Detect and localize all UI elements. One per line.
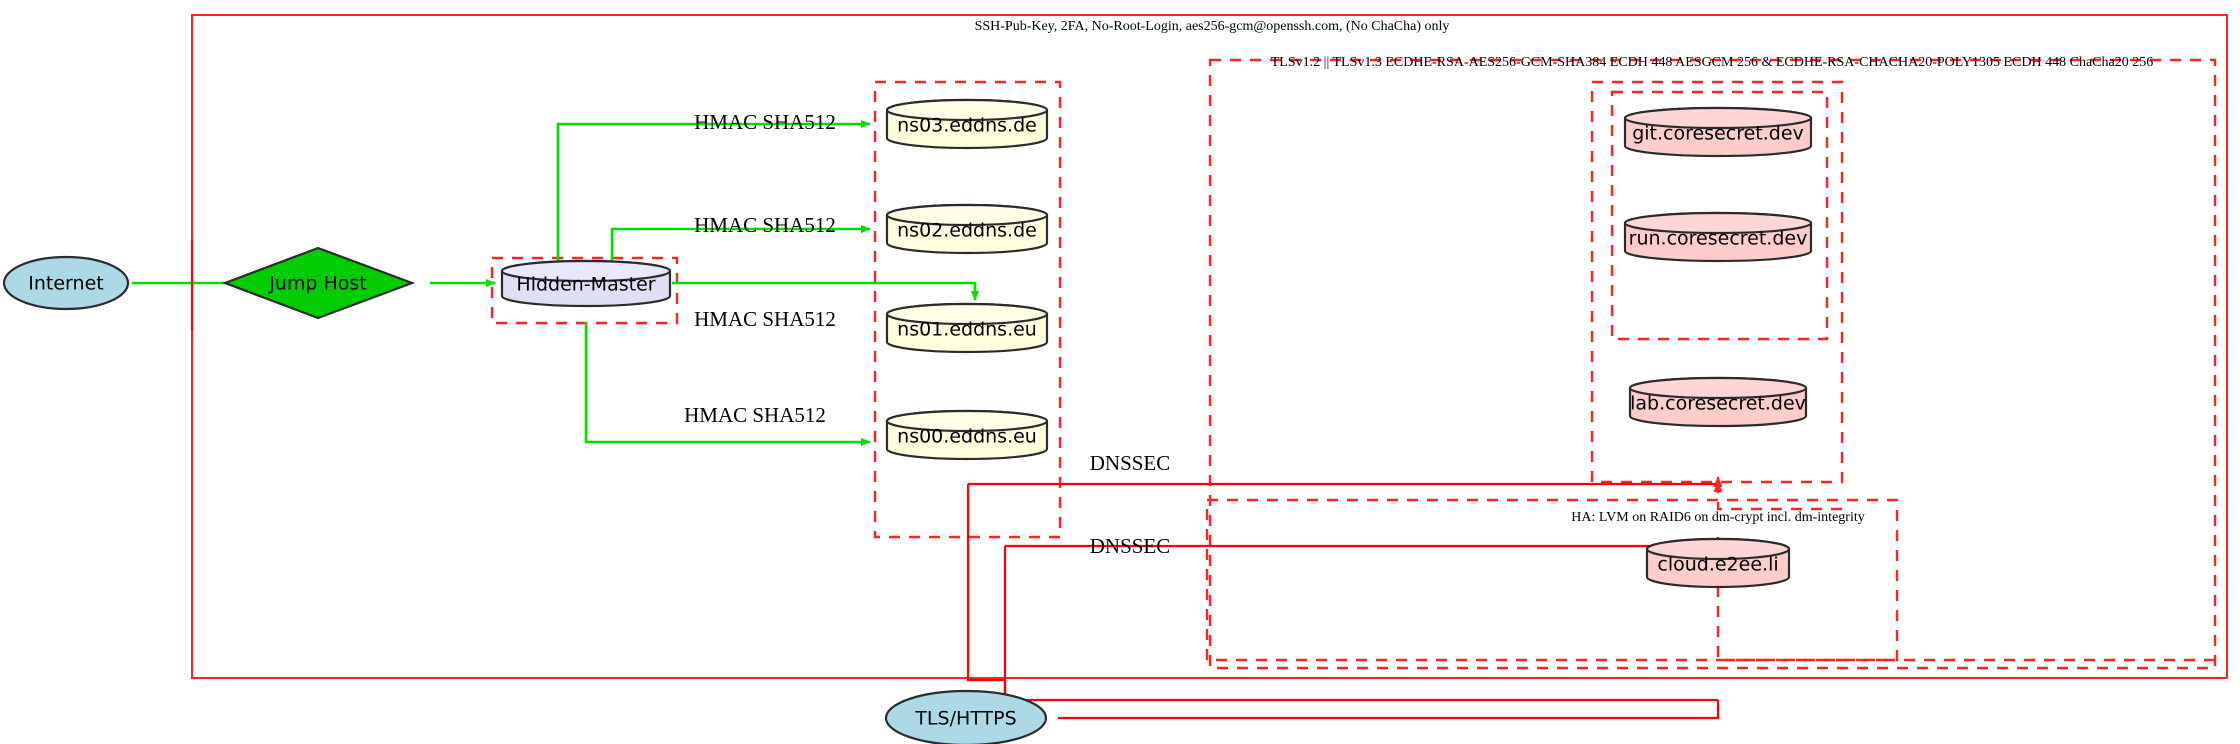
node-ns00[interactable]: ns00.eddns.eu: [885, 409, 1049, 461]
node-ns02[interactable]: ns02.eddns.de: [885, 203, 1049, 255]
node-run-coresecret-label: run.coresecret.dev: [1629, 228, 1808, 250]
node-run-coresecret[interactable]: run.coresecret.dev: [1623, 211, 1813, 263]
node-ns02-label: ns02.eddns.de: [897, 220, 1037, 242]
node-ns01-label: ns01.eddns.eu: [897, 319, 1037, 341]
tls-cluster-border: [1208, 58, 2217, 670]
edge-label-hmac-ns01: HMAC SHA512: [694, 307, 836, 331]
node-ns00-label: ns00.eddns.eu: [897, 426, 1037, 448]
ssh-cluster-label: SSH-Pub-Key, 2FA, No-Root-Login, aes256-…: [975, 19, 1450, 34]
node-jump-host[interactable]: Jump Host: [221, 246, 416, 320]
node-lab-coresecret-label: lab.coresecret.dev: [1630, 393, 1806, 415]
ssh-cluster-border: [191, 14, 2228, 679]
edge-dnssec-upper-run: [968, 476, 1723, 487]
node-internet[interactable]: Internet: [2, 255, 130, 311]
ha-cluster-border: [1205, 498, 1899, 662]
node-git-coresecret[interactable]: git.coresecret.dev: [1623, 106, 1813, 158]
node-hidden-master[interactable]: Hidden-Master: [500, 259, 672, 308]
edge-label-dnssec-lower: DNSSEC: [1090, 534, 1171, 558]
node-internet-label: Internet: [28, 273, 103, 295]
hidden-master-cluster-border: [490, 256, 679, 325]
edge-label-hmac-ns03: HMAC SHA512: [694, 110, 836, 134]
edge-dnssec-upper: [966, 484, 1005, 682]
edge-tls-to-run-dashed: [1713, 481, 1842, 511]
node-hidden-master-label: Hidden-Master: [516, 274, 655, 296]
edge-hiddenmaster-to-ns00: [584, 322, 871, 446]
tls-cluster-label: TLSv1.2 || TLSv1.3 ECDHE-RSA-AES256-GCM-…: [1271, 55, 2153, 70]
edge-label-hmac-ns00: HMAC SHA512: [684, 403, 826, 427]
edge-label-dnssec-upper: DNSSEC: [1090, 451, 1171, 475]
node-tls-https-label: TLS/HTTPS: [914, 708, 1016, 730]
node-git-coresecret-label: git.coresecret.dev: [1632, 123, 1804, 145]
node-tls-https[interactable]: TLS/HTTPS: [884, 689, 1048, 744]
edge-dnssec-lower: [1003, 546, 1718, 702]
edge-tlshttps-right-rail: [1058, 700, 1720, 720]
node-cloud-e2ee[interactable]: cloud.e2ee.li: [1645, 537, 1791, 589]
ha-cluster-label: HA: LVM on RAID6 on dm-crypt incl. dm-in…: [1571, 510, 1864, 525]
coresecret-cluster-border: [1590, 80, 1844, 484]
node-jump-host-label: Jump Host: [268, 273, 367, 295]
node-lab-coresecret[interactable]: lab.coresecret.dev: [1628, 376, 1808, 428]
node-ns03-label: ns03.eddns.de: [897, 115, 1037, 137]
edge-hiddenmaster-to-ns01: [672, 281, 979, 301]
edge-label-hmac-ns02: HMAC SHA512: [694, 213, 836, 237]
edge-tls-to-cloud-dashed: [1713, 571, 2215, 662]
node-ns01[interactable]: ns01.eddns.eu: [885, 302, 1049, 354]
edge-hiddenmaster-to-ns02: [610, 225, 871, 262]
coresecret-inner-cluster-border: [1610, 90, 1829, 341]
edge-hiddenmaster-to-ns03: [556, 120, 871, 262]
node-cloud-e2ee-label: cloud.e2ee.li: [1657, 554, 1778, 576]
node-ns03[interactable]: ns03.eddns.de: [885, 98, 1049, 150]
